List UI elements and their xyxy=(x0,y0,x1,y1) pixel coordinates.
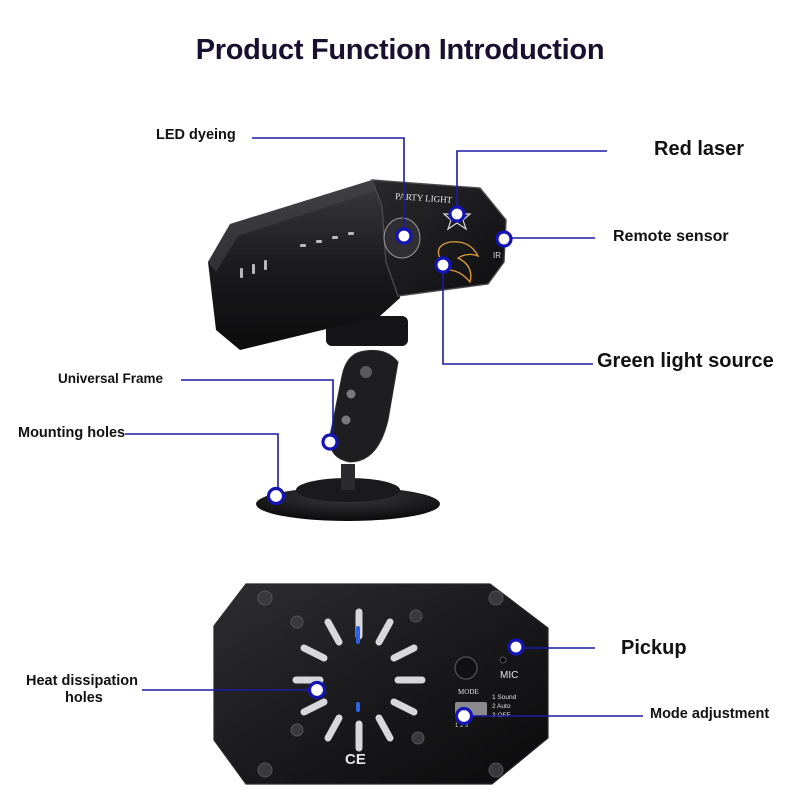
dot-green-light xyxy=(434,256,452,274)
phoenix-emblem xyxy=(437,241,480,284)
callout-line-frame xyxy=(181,379,334,442)
dot-red-laser xyxy=(448,205,466,223)
label-led-dyeing: LED dyeing xyxy=(156,127,236,143)
volume-knob xyxy=(454,656,478,680)
label-mode-adjustment: Mode adjustment xyxy=(650,706,770,722)
label-mounting-holes: Mounting holes xyxy=(18,425,126,441)
label-heat-dissipation-line1: Heat dissipation xyxy=(26,673,138,689)
dot-mode-adjustment xyxy=(454,706,474,726)
panel-screws xyxy=(257,590,504,778)
dot-led-dyeing xyxy=(395,227,413,245)
rear-panel-plate xyxy=(213,583,549,785)
callout-line-green xyxy=(442,264,593,365)
base-stem xyxy=(341,464,355,490)
label-universal-frame: Universal Frame xyxy=(58,371,164,386)
ce-mark: CE xyxy=(345,751,366,768)
bracket-knob xyxy=(360,366,372,378)
rear-panel: MIC MODE 1 Sound 2 Auto 3 OFF 1 2 3 CE xyxy=(213,583,549,785)
laser-star xyxy=(442,204,472,231)
callout-lines xyxy=(125,137,643,717)
ir-label: IR xyxy=(493,251,501,260)
callout-line-led xyxy=(252,137,405,236)
dot-pickup xyxy=(507,638,525,656)
label-red-laser: Red laser xyxy=(654,138,745,160)
dot-remote-sensor xyxy=(495,230,513,248)
side-vents xyxy=(240,232,354,278)
label-remote-sensor: Remote sensor xyxy=(613,228,729,245)
dot-heat-holes xyxy=(307,680,327,700)
heat-vents xyxy=(292,608,426,752)
bracket-hole-1 xyxy=(346,389,356,399)
label-heat-dissipation-line2: holes xyxy=(65,690,103,706)
label-green-light-source: Green light source xyxy=(597,350,774,372)
mode-option-1: 1 Sound xyxy=(492,694,517,701)
dot-universal-frame xyxy=(321,433,339,451)
laser-projector-body: PARTY LIGHT IR xyxy=(208,179,507,521)
page-title: Product Function Introduction xyxy=(195,34,605,66)
callout-dots xyxy=(266,205,525,726)
switch-marks: 1 2 3 xyxy=(455,723,469,729)
mode-option-2: 2 Auto xyxy=(492,703,511,710)
front-brand-label: PARTY LIGHT xyxy=(395,191,453,205)
universal-frame-bracket xyxy=(329,349,399,463)
dot-mounting-holes xyxy=(266,486,286,506)
bracket-hole-2 xyxy=(341,415,351,425)
housing-top-highlight xyxy=(208,180,378,272)
mic-label: MIC xyxy=(500,670,518,681)
front-face xyxy=(370,179,507,297)
label-pickup: Pickup xyxy=(621,637,687,659)
mode-label: MODE xyxy=(458,688,479,696)
mic-hole xyxy=(499,656,507,664)
callout-line-red-laser xyxy=(456,150,607,213)
callout-line-mounting xyxy=(125,433,279,494)
